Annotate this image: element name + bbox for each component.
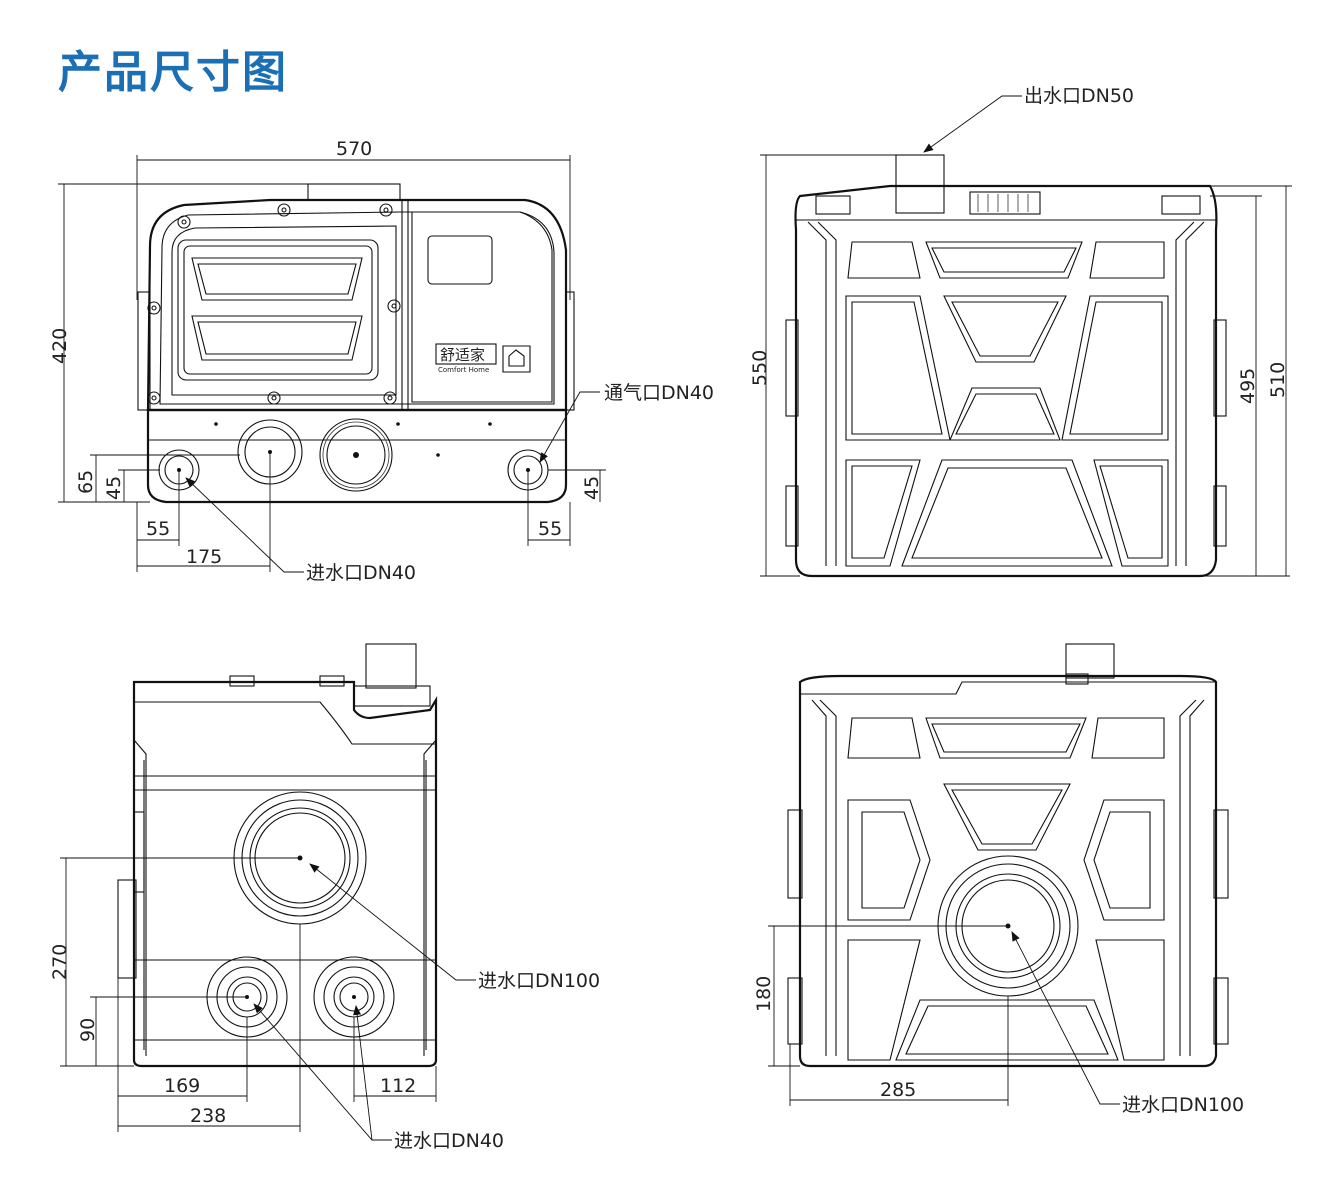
dim-285: 285 xyxy=(880,1079,916,1101)
port-blank-2 xyxy=(319,418,393,492)
label-inlet-dn40: 进水口DN40 xyxy=(306,562,416,584)
dim-270: 270 xyxy=(49,944,71,980)
dim-left-65: 65 xyxy=(75,470,97,494)
front-view: 舒适家 Comfort Home xyxy=(49,138,714,584)
front-body-outline xyxy=(146,198,568,412)
dim-right-55: 55 xyxy=(538,518,562,540)
dim-90: 90 xyxy=(77,1018,99,1042)
screw-bosses xyxy=(147,203,401,405)
back-view: 270 90 169 238 112 进水口DN100 进水口DN40 xyxy=(49,643,600,1152)
brand-logo: 舒适家 Comfort Home xyxy=(435,343,531,374)
label-back-inlet-dn40: 进水口DN40 xyxy=(394,1130,504,1152)
logo-en-text: Comfort Home xyxy=(438,366,489,374)
label-window xyxy=(427,235,493,285)
back-outlet-pipe xyxy=(365,643,417,689)
dim-180: 180 xyxy=(753,976,775,1012)
front-base xyxy=(146,408,568,504)
label-outlet-dn50: 出水口DN50 xyxy=(1024,85,1134,107)
dim-238: 238 xyxy=(190,1105,226,1127)
dim-inlet-175: 175 xyxy=(186,546,222,568)
top-cap xyxy=(307,183,401,201)
side-view: 550 495 510 出水口DN50 xyxy=(749,85,1292,578)
dim-height-420: 420 xyxy=(49,328,71,364)
dim-right-45: 45 xyxy=(581,476,603,500)
dim-left-45: 45 xyxy=(103,476,125,500)
rear-body-outline xyxy=(798,674,1218,1068)
rear-dimensions xyxy=(768,925,1009,1106)
dim-550: 550 xyxy=(749,350,771,386)
label-rear-inlet-dn100: 进水口DN100 xyxy=(1122,1094,1244,1116)
outlet-pipe xyxy=(895,154,945,214)
dim-left-55: 55 xyxy=(146,518,170,540)
label-vent-dn40: 通气口DN40 xyxy=(604,382,714,404)
rear-panel-pattern xyxy=(847,717,1165,1061)
vent-slot-upper xyxy=(191,257,363,301)
rear-outlet-pipe xyxy=(1065,643,1115,679)
dim-169: 169 xyxy=(164,1075,200,1097)
dim-width-570: 570 xyxy=(336,138,372,160)
dim-112: 112 xyxy=(380,1075,416,1097)
logo-cn-text: 舒适家 xyxy=(440,346,485,364)
vent-slot-lower xyxy=(191,315,363,361)
side-body-outline xyxy=(794,184,1218,578)
vent-cap xyxy=(969,191,1041,215)
back-dimensions xyxy=(60,857,437,1132)
page-title: 产品尺寸图 xyxy=(58,47,288,98)
label-back-inlet-dn100: 进水口DN100 xyxy=(478,970,600,992)
back-body-outline xyxy=(132,680,438,1068)
side-dimensions xyxy=(760,154,1292,577)
dim-510: 510 xyxy=(1267,362,1289,398)
front-dimensions xyxy=(58,155,606,572)
dim-495: 495 xyxy=(1237,368,1259,404)
side-panel-pattern xyxy=(845,241,1169,567)
rear-view: 180 285 进水口DN100 xyxy=(753,643,1244,1116)
